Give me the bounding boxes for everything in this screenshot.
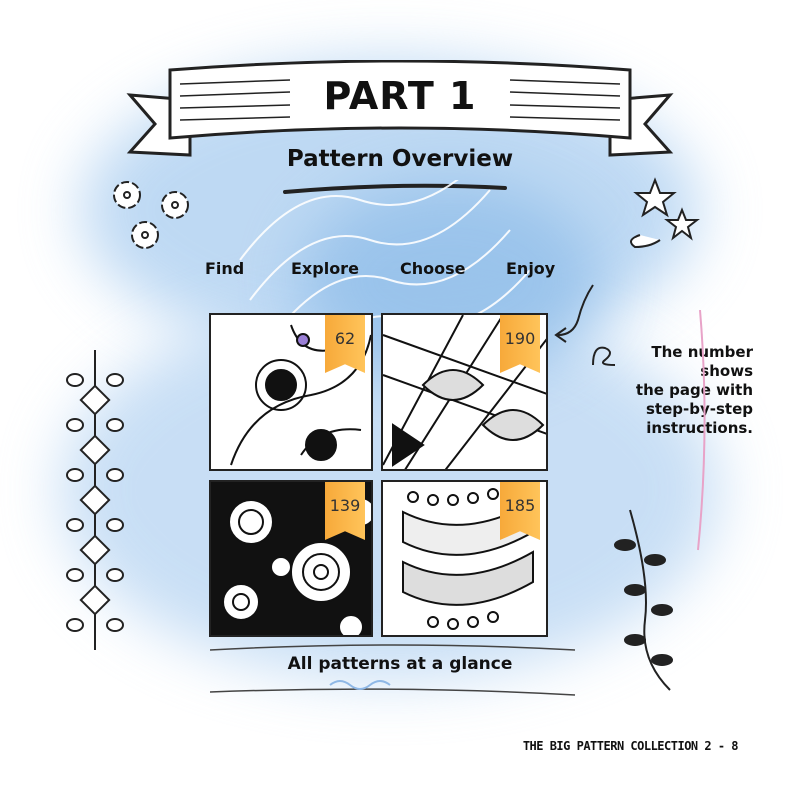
page-number-bookmark: 139 <box>325 482 365 540</box>
step-find: Find <box>205 259 245 278</box>
vertical-ornament-icon <box>66 350 124 650</box>
page-footer: THE BIG PATTERN COLLECTION 2 - 8 <box>522 739 739 753</box>
pink-line-decoration <box>697 310 706 551</box>
pattern-tile-fan-flower[interactable]: 62 <box>209 313 373 471</box>
pointer-arrow-icon <box>554 284 594 343</box>
ribbon-banner <box>126 60 674 157</box>
note-line: instructions. <box>646 419 753 437</box>
note-line: the page with <box>635 381 753 399</box>
page-number-bookmark: 185 <box>500 482 540 540</box>
caption-lines <box>210 644 576 696</box>
step-choose: Choose <box>400 259 466 278</box>
step-enjoy: Enjoy <box>506 259 556 278</box>
note-line: shows <box>700 362 753 380</box>
leaf-diamond-pattern <box>383 315 546 469</box>
leafy-vine-icon <box>614 509 673 691</box>
section-subtitle: Pattern Overview <box>286 146 514 172</box>
note-line: step-by-step <box>646 400 753 418</box>
page-number-bookmark: 190 <box>500 315 540 373</box>
note-line: The number <box>651 343 753 361</box>
flowers-doodle-icon <box>113 181 189 249</box>
curl-icon <box>592 346 616 366</box>
pattern-tile-ribbon-dots[interactable]: 185 <box>381 480 548 637</box>
stars-doodle-icon <box>630 177 700 249</box>
step-explore: Explore <box>291 259 359 278</box>
page-number-note: The number shows the page with step-by-s… <box>598 343 753 438</box>
underline-swash <box>283 183 507 194</box>
pattern-tile-spirals[interactable]: 139 <box>209 480 373 637</box>
pattern-tile-leaf-diamond[interactable]: 190 <box>381 313 548 471</box>
part-title: PART 1 <box>323 74 477 118</box>
ribbon-dots-pattern <box>402 488 534 630</box>
overview-caption: All patterns at a glance <box>287 654 513 674</box>
page-number-bookmark: 62 <box>325 315 365 373</box>
